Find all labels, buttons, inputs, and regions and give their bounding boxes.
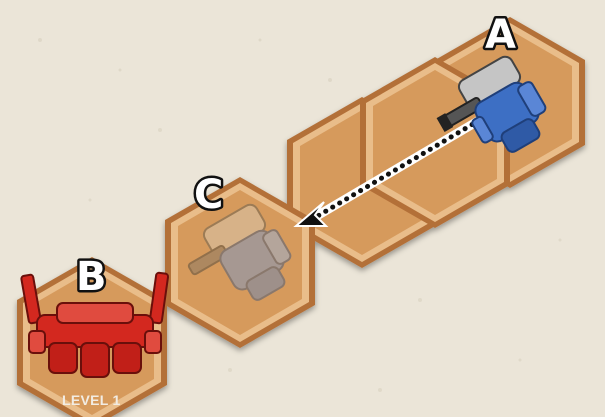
unit-b-label: B — [76, 254, 107, 300]
unit-b-level-label: LEVEL 1 — [62, 392, 121, 408]
unit-c-label: C — [194, 172, 223, 218]
unit-a-label: A — [485, 12, 516, 58]
